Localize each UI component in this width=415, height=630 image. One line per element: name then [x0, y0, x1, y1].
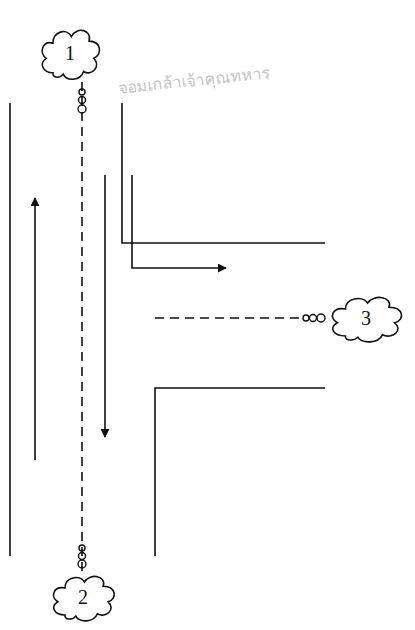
- thought-dot: [317, 314, 325, 322]
- traffic-arrow: [132, 175, 226, 268]
- dashed-line: [81, 82, 83, 571]
- thought-cloud: 1: [36, 20, 104, 86]
- callout-number: 2: [78, 587, 88, 607]
- cloud-outline: [332, 297, 401, 341]
- thought-dot: [310, 315, 317, 322]
- sight-line: [155, 317, 300, 319]
- thought-cloud: 3: [325, 288, 407, 348]
- callout-number: 1: [65, 43, 75, 63]
- cloud-outline: [54, 576, 115, 620]
- thought-cloud: 2: [47, 567, 119, 627]
- traffic-arrow: [104, 175, 106, 437]
- cloud-outline: [42, 30, 99, 79]
- road-edge: [9, 103, 11, 556]
- watermark: จอมเกล้าเจ้าคุณทหาร: [117, 60, 272, 101]
- traffic-arrow: [34, 198, 36, 460]
- road-edge: [155, 388, 325, 556]
- thought-dot: [78, 105, 86, 113]
- road-edge: [122, 103, 325, 243]
- callout-number: 3: [361, 308, 371, 328]
- thought-dot: [303, 315, 309, 321]
